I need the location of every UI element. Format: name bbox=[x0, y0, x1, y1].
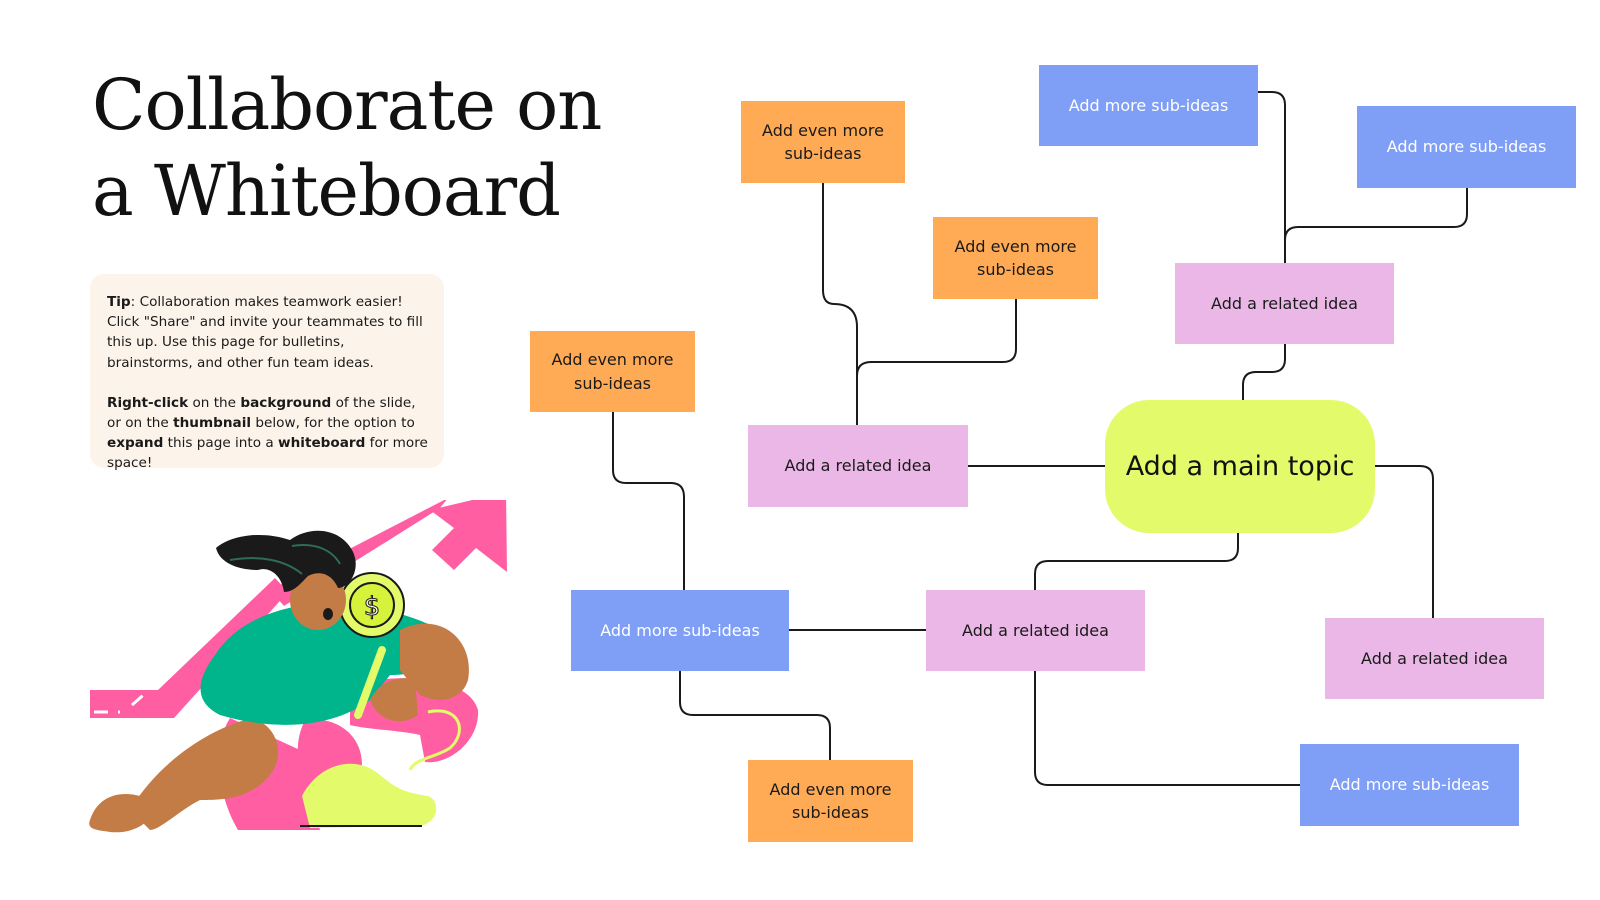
related-idea-node[interactable]: Add a related idea bbox=[1325, 618, 1544, 699]
tip-bold-whiteboard: whiteboard bbox=[278, 435, 366, 452]
tip-bold-right-click: Right-click bbox=[107, 394, 189, 411]
sub-ideas-node[interactable]: Add more sub-ideas bbox=[571, 590, 789, 671]
sub-ideas-label: Add more sub-ideas bbox=[1329, 775, 1490, 795]
connector-line bbox=[1034, 532, 1239, 590]
connector-line bbox=[612, 412, 685, 590]
sub-ideas-label: Add more sub-ideas bbox=[1386, 137, 1547, 157]
even-more-sub-ideas-node[interactable]: Add even more sub-ideas bbox=[741, 101, 905, 183]
tip-text: : Collaboration makes teamwork easier! C… bbox=[107, 294, 423, 371]
main-topic-node[interactable]: Add a main topic bbox=[1105, 400, 1375, 533]
tip-text-part: for more space! bbox=[107, 435, 428, 472]
connector-line bbox=[1284, 188, 1468, 263]
tip-text-part: on the bbox=[188, 394, 241, 411]
page-title: Collaborate on a Whiteboard bbox=[92, 62, 602, 234]
connector-line bbox=[1242, 343, 1286, 400]
tip-paragraph-1: Tip: Collaboration makes teamwork easier… bbox=[107, 292, 428, 373]
even-more-sub-ideas-label: Add even more sub-ideas bbox=[954, 236, 1077, 280]
tip-bold-thumbnail: thumbnail bbox=[173, 415, 252, 432]
tip-bold-background: background bbox=[240, 394, 332, 411]
related-idea-node[interactable]: Add a related idea bbox=[748, 425, 968, 507]
connector-line bbox=[679, 671, 831, 760]
related-idea-label: Add a related idea bbox=[1211, 293, 1358, 313]
tip-text-part: below, for the option to bbox=[251, 415, 415, 432]
even-more-sub-ideas-label: Add even more sub-ideas bbox=[762, 120, 884, 164]
connector-line bbox=[1372, 465, 1434, 618]
related-idea-node[interactable]: Add a related idea bbox=[1175, 263, 1394, 344]
sub-ideas-node[interactable]: Add more sub-ideas bbox=[1039, 65, 1258, 146]
page-title-line-2: a Whiteboard bbox=[92, 150, 561, 232]
tip-lead: Tip bbox=[107, 294, 131, 310]
tip-bold-expand: expand bbox=[107, 435, 164, 452]
page-title-line-1: Collaborate on bbox=[92, 64, 602, 146]
sub-ideas-node[interactable]: Add more sub-ideas bbox=[1357, 106, 1576, 188]
tip-paragraph-2: Right-click on the background of the sli… bbox=[107, 393, 428, 474]
connector-line bbox=[1258, 91, 1286, 263]
even-more-sub-ideas-node[interactable]: Add even more sub-ideas bbox=[530, 331, 695, 412]
connector-line bbox=[1034, 671, 1300, 786]
connector-line bbox=[856, 299, 1017, 385]
person-with-magnifier-illustration: $ bbox=[89, 500, 507, 833]
related-idea-label: Add a related idea bbox=[784, 456, 932, 476]
tip-card: Tip: Collaboration makes teamwork easier… bbox=[90, 274, 444, 471]
even-more-sub-ideas-label: Add even more sub-ideas bbox=[551, 350, 674, 393]
even-more-sub-ideas-node[interactable]: Add even more sub-ideas bbox=[933, 217, 1098, 299]
tip-text-part: of the slide, or on the bbox=[107, 394, 416, 432]
connector-line bbox=[822, 183, 858, 425]
related-idea-label: Add a related idea bbox=[962, 620, 1109, 640]
main-topic-label: Add a main topic bbox=[1125, 450, 1355, 482]
even-more-sub-ideas-node[interactable]: Add even more sub-ideas bbox=[748, 760, 913, 842]
sub-ideas-node[interactable]: Add more sub-ideas bbox=[1300, 744, 1519, 826]
tip-text-part: this page into a bbox=[163, 435, 279, 452]
related-idea-node[interactable]: Add a related idea bbox=[926, 590, 1145, 671]
svg-text:$: $ bbox=[364, 592, 381, 622]
even-more-sub-ideas-label: Add even more sub-ideas bbox=[769, 779, 892, 823]
sub-ideas-label: Add more sub-ideas bbox=[600, 620, 760, 640]
sub-ideas-label: Add more sub-ideas bbox=[1068, 95, 1229, 115]
related-idea-label: Add a related idea bbox=[1361, 648, 1508, 668]
